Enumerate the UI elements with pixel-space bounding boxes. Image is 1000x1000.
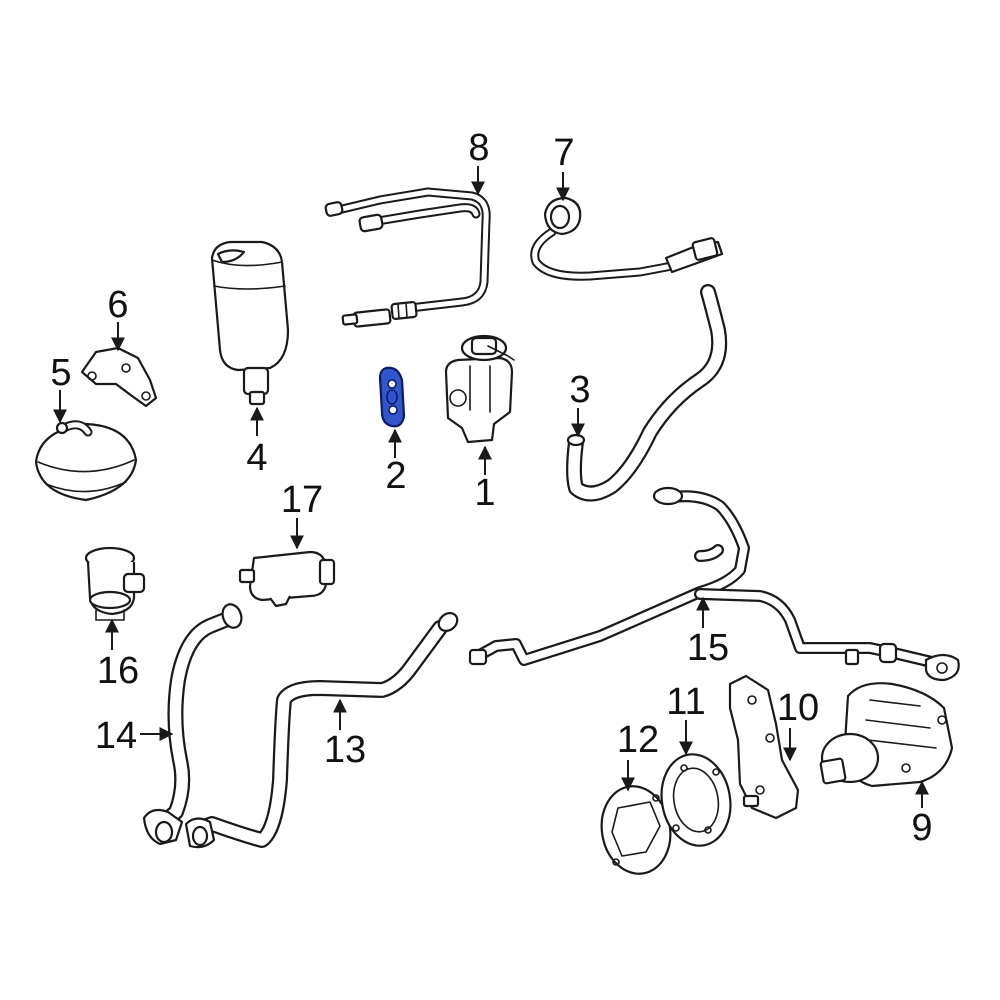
part-10-mount-bracket[interactable] (728, 674, 800, 820)
callout-13: 13 (324, 729, 366, 771)
part-17-solenoid[interactable] (238, 550, 336, 608)
callout-10: 10 (777, 687, 819, 729)
callout-6: 6 (107, 284, 128, 326)
part-3-hose[interactable] (566, 284, 728, 502)
callout-3: 3 (569, 369, 590, 411)
part-4-canister[interactable] (210, 240, 290, 406)
part-2-gasket-highlighted[interactable] (378, 366, 406, 428)
callout-8: 8 (468, 127, 489, 169)
callout-17: 17 (281, 479, 323, 521)
part-16-check-valve[interactable] (84, 546, 146, 621)
callout-16: 16 (97, 650, 139, 692)
part-14-hose[interactable] (142, 602, 245, 846)
callout-2: 2 (385, 455, 406, 497)
part-13-hose[interactable] (184, 609, 461, 849)
callout-9: 9 (911, 807, 932, 849)
callout-5: 5 (50, 352, 71, 394)
callout-11: 11 (666, 681, 705, 723)
part-15-air-pipe[interactable] (468, 486, 960, 682)
part-6-bracket[interactable] (80, 346, 158, 408)
part-7-sensor-cable[interactable] (530, 196, 724, 281)
callout-15: 15 (687, 627, 729, 669)
part-8-oxygen-sensor-harness[interactable] (324, 187, 491, 328)
callout-numbers: 1 2 3 4 5 6 7 8 9 10 11 12 13 14 15 16 1… (50, 127, 932, 849)
callout-12: 12 (617, 719, 659, 761)
part-1-valve[interactable] (444, 334, 515, 444)
callout-4: 4 (246, 437, 267, 479)
part-9-air-pump[interactable] (819, 682, 954, 788)
callout-1: 1 (474, 472, 495, 514)
part-5-vacuum-reservoir[interactable] (34, 420, 138, 502)
callout-14: 14 (95, 715, 137, 757)
leader-lines (53, 166, 929, 808)
callout-7: 7 (553, 132, 574, 174)
